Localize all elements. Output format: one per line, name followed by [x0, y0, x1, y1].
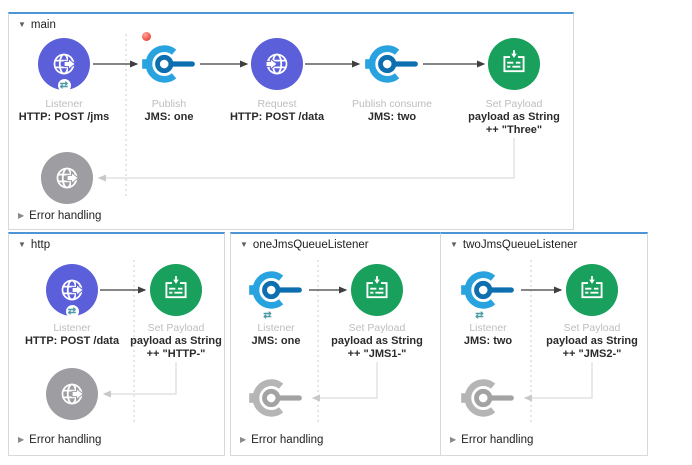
set-payload-icon: [488, 38, 540, 90]
collapse-down-icon[interactable]: ▼: [240, 240, 248, 249]
collapse-right-icon[interactable]: ▶: [240, 435, 247, 444]
node-http-listener[interactable]: ⇄: [38, 38, 90, 92]
flow-title-main: main: [30, 19, 56, 31]
node-jms-response-disabled[interactable]: [247, 375, 305, 426]
error-handling-label: Error handling: [29, 434, 102, 446]
step-name: Listener: [45, 98, 83, 110]
http-request-icon: [251, 38, 303, 90]
flow-panel-two-jms: ▼ twoJmsQueueListener ⇄ Listener JMS: tw…: [440, 232, 648, 456]
jms-connector-icon: [249, 271, 302, 309]
node-jms-listener[interactable]: ⇄: [247, 267, 305, 322]
step-config: JMS: two: [463, 335, 513, 347]
flow-header-one-jms[interactable]: ▼ oneJmsQueueListener: [240, 239, 369, 251]
error-handling-toggle[interactable]: ▶ Error handling: [450, 434, 533, 446]
flow-title-two-jms: twoJmsQueueListener: [462, 239, 578, 251]
breakpoint-indicator[interactable]: [142, 32, 151, 41]
flow-header-main[interactable]: ▼ main: [18, 19, 56, 31]
node-set-payload[interactable]: [351, 264, 403, 316]
set-payload-icon: [150, 264, 202, 316]
collapse-down-icon[interactable]: ▼: [18, 240, 26, 249]
step-name: Listener: [257, 322, 295, 334]
http-listener-gray-icon: [46, 368, 98, 420]
payload-card-icon: [165, 276, 187, 299]
step-config: JMS: two: [367, 111, 417, 123]
flow-title-one-jms: oneJmsQueueListener: [252, 239, 369, 251]
step-config: payload as String: [468, 111, 560, 123]
step-config: JMS: one: [144, 111, 194, 123]
jms-connector-icon: [365, 45, 418, 83]
globe-arrow-icon: [61, 279, 85, 301]
step-name: Request: [257, 98, 297, 110]
flow-panel-one-jms: ▼ oneJmsQueueListener ⇄ Listener JMS: on…: [230, 232, 443, 456]
flow-panel-http: ▼ http ⇄: [8, 232, 225, 456]
exchange-badge-icon: ⇄: [473, 309, 486, 322]
node-set-payload[interactable]: [488, 38, 540, 90]
payload-card-icon: [581, 276, 603, 299]
collapse-right-icon[interactable]: ▶: [450, 435, 457, 444]
step-name: Publish consume: [352, 98, 432, 110]
step-name: Listener: [469, 322, 507, 334]
exchange-badge-icon: ⇄: [57, 79, 71, 92]
step-name: Set Payload: [485, 98, 543, 110]
node-http-request[interactable]: [251, 38, 303, 90]
step-name: Publish: [151, 98, 187, 110]
globe-arrow-icon: [53, 53, 77, 75]
node-jms-listener[interactable]: ⇄: [459, 267, 517, 322]
payload-card-icon: [503, 50, 525, 73]
error-handling-label: Error handling: [29, 210, 102, 222]
step-config: ++ "HTTP-": [146, 348, 206, 360]
jms-connector-icon: [142, 45, 195, 83]
jms-connector-icon: [461, 271, 514, 309]
step-config: ++ "Three": [485, 124, 543, 136]
jms-connector-gray-icon: [461, 379, 514, 417]
collapse-right-icon[interactable]: ▶: [18, 211, 25, 220]
collapse-down-icon[interactable]: ▼: [450, 240, 458, 249]
exchange-badge-icon: ⇄: [65, 305, 79, 318]
step-config: payload as String: [546, 335, 638, 347]
step-config: payload as String: [130, 335, 222, 347]
node-jms-publish[interactable]: [140, 41, 198, 92]
error-handling-label: Error handling: [251, 434, 324, 446]
http-listener-gray-icon: [41, 152, 93, 204]
step-config: ++ "JMS2-": [562, 348, 622, 360]
error-handling-toggle[interactable]: ▶ Error handling: [18, 210, 101, 222]
globe-arrow-icon: [56, 167, 80, 189]
step-config: JMS: one: [251, 335, 301, 347]
flow-header-http[interactable]: ▼ http: [18, 239, 50, 251]
exchange-badge-icon: ⇄: [261, 309, 274, 322]
step-config: HTTP: POST /jms: [18, 111, 110, 123]
node-http-listener[interactable]: ⇄: [46, 264, 98, 318]
step-name: Set Payload: [563, 322, 621, 334]
node-jms-response-disabled[interactable]: [459, 375, 517, 426]
node-http-response-disabled[interactable]: [41, 152, 93, 204]
error-handling-toggle[interactable]: ▶ Error handling: [240, 434, 323, 446]
step-config: HTTP: POST /data: [24, 335, 120, 347]
error-handling-label: Error handling: [461, 434, 534, 446]
step-name: Listener: [53, 322, 91, 334]
collapse-down-icon[interactable]: ▼: [18, 20, 26, 29]
globe-arrow-icon: [61, 383, 85, 405]
error-handling-toggle[interactable]: ▶ Error handling: [18, 434, 101, 446]
step-name: Set Payload: [147, 322, 205, 334]
payload-card-icon: [366, 276, 388, 299]
step-config: payload as String: [331, 335, 423, 347]
collapse-right-icon[interactable]: ▶: [18, 435, 25, 444]
set-payload-icon: [566, 264, 618, 316]
node-set-payload[interactable]: [150, 264, 202, 316]
node-jms-publish-consume[interactable]: [363, 41, 421, 92]
flow-title-http: http: [30, 239, 51, 251]
flow-header-two-jms[interactable]: ▼ twoJmsQueueListener: [450, 239, 577, 251]
node-http-response-disabled[interactable]: [46, 368, 98, 420]
set-payload-icon: [351, 264, 403, 316]
jms-connector-gray-icon: [249, 379, 302, 417]
node-set-payload[interactable]: [566, 264, 618, 316]
step-config: HTTP: POST /data: [229, 111, 325, 123]
http-listener-icon: [38, 38, 90, 90]
step-name: Set Payload: [348, 322, 406, 334]
flow-panel-main: ▼ main: [8, 12, 574, 230]
step-config: ++ "JMS1-": [347, 348, 407, 360]
globe-arrow-icon: [265, 53, 288, 75]
